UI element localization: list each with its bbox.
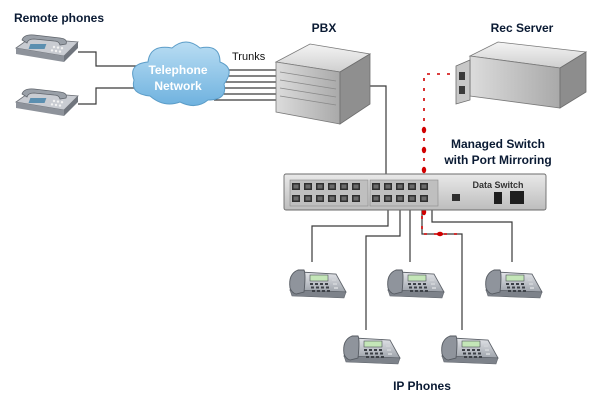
remote-phones-label: Remote phones: [14, 11, 104, 25]
desk-phone-icon: [15, 34, 79, 63]
power-socket: [510, 191, 524, 204]
remote-phone-2-line: [78, 87, 138, 105]
ip-phone-icon: [289, 269, 347, 299]
ip-phone-line-5: [421, 206, 463, 330]
cloud-label-line1: Telephone: [148, 63, 207, 77]
cloud-label-line2: Network: [154, 79, 202, 93]
switch-label-line2: with Port Mirroring: [443, 153, 551, 167]
network-switch-icon: Data Switch: [283, 173, 547, 211]
trunks-label: Trunks: [232, 51, 266, 63]
switch-label-line1: Managed Switch: [451, 137, 545, 151]
cloud-icon: [132, 41, 230, 106]
pbx-label: PBX: [312, 21, 337, 35]
ip-phone-line-1: [311, 206, 389, 262]
rec-server-label: Rec Server: [491, 21, 554, 35]
ip-phone-icon: [485, 269, 543, 299]
desk-phone-icon: [15, 88, 79, 117]
ip-phone-icon: [387, 269, 445, 299]
switch-face-label: Data Switch: [472, 180, 523, 190]
connection-lines: [78, 51, 513, 330]
ip-phone-icon: [441, 335, 499, 365]
mirror-line-server: [423, 73, 460, 202]
pbx-cabinet-icon: [274, 43, 372, 125]
console-port: [452, 194, 460, 201]
ip-phones-label: IP Phones: [393, 379, 451, 393]
ip-phone-line-4: [431, 206, 513, 262]
ip-phone-line-2: [365, 206, 401, 330]
power-switch: [494, 192, 502, 204]
rack-server-icon: [455, 41, 588, 109]
ip-phone-icon: [343, 335, 401, 365]
remote-phone-1-line: [78, 51, 138, 67]
